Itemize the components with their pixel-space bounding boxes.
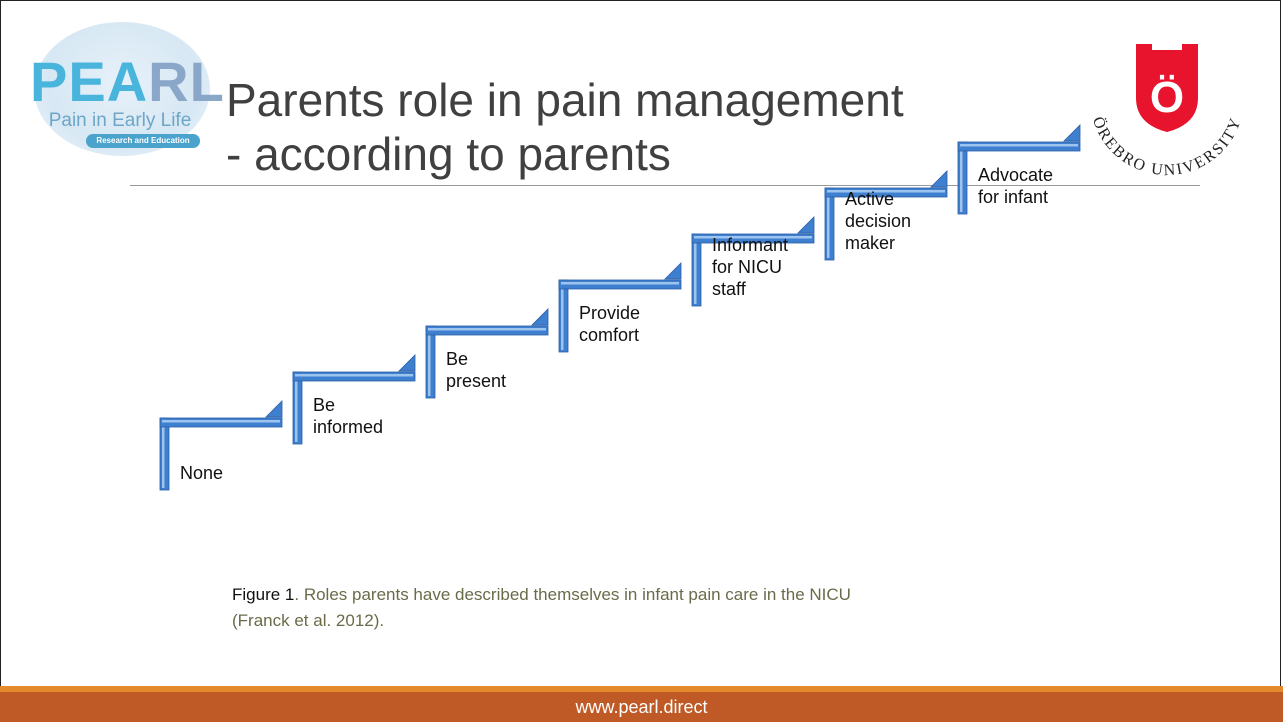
step-label-line: Active [845, 189, 895, 209]
caption-text-line1: . Roles parents have described themselve… [294, 585, 851, 604]
caption-line1: Figure 1. Roles parents have described t… [232, 582, 1132, 608]
pearl-logo-tagline: Pain in Early Life [48, 110, 192, 131]
step-label-line: Advocate [978, 165, 1054, 185]
step-label-line: for infant [978, 187, 1049, 207]
step-label-line: Informant [712, 235, 789, 255]
step-post-highlight [827, 190, 830, 258]
step-post-highlight [162, 420, 165, 488]
step-label-line: None [180, 463, 224, 483]
step-corner-arrow [531, 308, 549, 326]
step-label-line: comfort [579, 325, 640, 345]
slide-frame [0, 0, 1281, 686]
pearl-logo-pill: Research and Education [86, 134, 200, 148]
university-shield [1136, 44, 1198, 132]
step-bar-highlight [827, 190, 945, 193]
caption-text-line2: (Franck et al. 2012). [232, 611, 385, 630]
step-bar-highlight [694, 236, 812, 239]
step-7 [957, 124, 1081, 215]
step-bar-highlight [428, 328, 546, 331]
step-label-1: None [180, 462, 223, 484]
footer-bar: www.pearl.direct [0, 692, 1283, 722]
step-5 [691, 216, 815, 307]
step-label-line: maker [845, 233, 896, 253]
step-label-line: Provide [579, 303, 641, 323]
step-label-line: present [446, 371, 507, 391]
step-post-highlight [295, 374, 298, 442]
step-bar-highlight [561, 282, 679, 285]
pearl-logo-word: PEARL [30, 54, 224, 110]
step-corner-arrow [797, 216, 815, 234]
step-post-highlight [428, 328, 431, 396]
step-label-line: Be [446, 349, 469, 369]
step-post-highlight [694, 236, 697, 304]
pearl-logo: PEARL Pain in Early Life Research and Ed… [30, 22, 224, 160]
slide-title-line1: Parents role in pain management [226, 74, 904, 126]
figure-caption: Figure 1. Roles parents have described t… [232, 582, 1132, 634]
step-post-highlight [561, 282, 564, 350]
university-shield-letter: Ö [1150, 73, 1184, 122]
step-bar-highlight [960, 144, 1078, 147]
step-4 [558, 262, 682, 353]
step-2 [292, 354, 416, 445]
orebro-university-logo: Ö ÖREBRO UNIVERSITY [1089, 44, 1243, 179]
step-label-line: staff [712, 279, 746, 299]
step-corner-arrow [930, 170, 948, 188]
pearl-logo-halo [34, 22, 210, 156]
step-corner-arrow [265, 400, 283, 418]
step-label-line: Be [313, 395, 336, 415]
pearl-logo-word-a: PEA [30, 50, 149, 113]
step-label-line: informed [313, 417, 384, 437]
step-bar-highlight [295, 374, 413, 377]
step-label-line: for NICU [712, 257, 783, 277]
step-corner-arrow [1063, 124, 1081, 142]
caption-figure-label: Figure 1 [232, 585, 295, 604]
footer-accent-bar [0, 686, 1283, 692]
step-corner-arrow [398, 354, 416, 372]
step-label-line: decision [845, 211, 912, 231]
slide-title-line2: - according to parents [226, 128, 671, 180]
step-post-highlight [960, 144, 963, 212]
pearl-logo-word-b: RL [148, 50, 225, 113]
title-divider [130, 185, 1200, 186]
step-corner-arrow [664, 262, 682, 280]
step-bar-highlight [162, 420, 280, 423]
step-6 [824, 170, 948, 261]
step-3 [425, 308, 549, 399]
step-1 [159, 400, 283, 491]
footer-url[interactable]: www.pearl.direct [575, 697, 708, 717]
